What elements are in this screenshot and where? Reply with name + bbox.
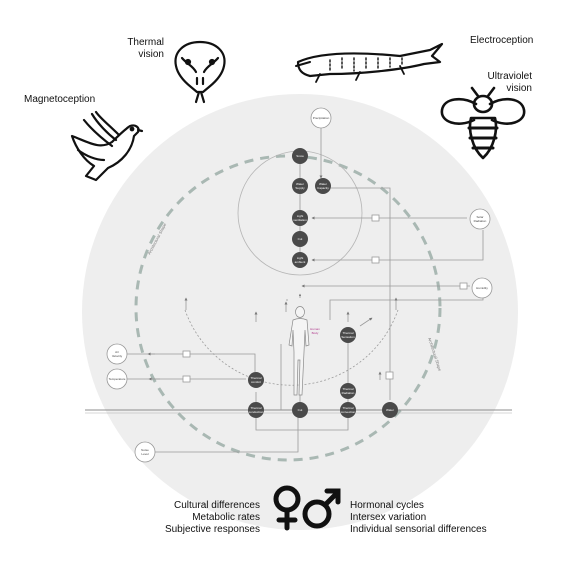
svg-text:Temperature: Temperature xyxy=(109,377,126,381)
node-water-supply[interactable]: Water Supply xyxy=(292,178,308,194)
svg-text:ambient: ambient xyxy=(295,260,306,264)
svg-text:Air: Air xyxy=(115,350,119,354)
human-figure-icon xyxy=(288,306,310,396)
svg-text:Water: Water xyxy=(386,408,394,412)
factor-individual: Individual sensorial differences xyxy=(350,524,487,535)
svg-text:Level: Level xyxy=(141,452,149,456)
node-thermal-convection[interactable]: Thermal convection xyxy=(340,402,356,418)
svg-text:Cut: Cut xyxy=(298,237,303,241)
svg-text:convection: convection xyxy=(341,410,356,414)
svg-text:Supply: Supply xyxy=(295,186,305,190)
svg-text:Sensation: Sensation xyxy=(341,335,355,339)
svg-text:Radiation: Radiation xyxy=(342,391,355,395)
svg-text:Solar: Solar xyxy=(476,215,483,219)
node-thermal-sensation[interactable]: Thermal Sensation xyxy=(340,327,356,343)
svg-text:conduction: conduction xyxy=(249,410,264,414)
svg-text:comfort: comfort xyxy=(251,380,261,384)
connectors xyxy=(126,128,484,453)
human-body-label: Human xyxy=(310,327,320,331)
factor-hormonal: Hormonal cycles xyxy=(350,500,424,511)
bee-icon xyxy=(440,86,526,160)
bird-icon xyxy=(70,110,144,182)
svg-text:Water: Water xyxy=(319,182,327,186)
node-temperature[interactable]: Temperature xyxy=(106,368,128,390)
svg-text:Noise: Noise xyxy=(141,448,149,452)
svg-text:Precipitation: Precipitation xyxy=(313,116,330,120)
magnetoception-label: Magnetoception xyxy=(24,94,96,105)
svg-text:Thermal: Thermal xyxy=(250,376,261,380)
factors-right: Hormonal cycles Intersex variation Indiv… xyxy=(350,500,550,536)
svg-text:Thermal: Thermal xyxy=(342,406,353,410)
dotted-inner-arc xyxy=(184,309,399,386)
node-cut[interactable]: Cut xyxy=(292,231,308,247)
gender-symbols-icon xyxy=(273,485,341,531)
node-thermal-radiation[interactable]: Thermal Radiation xyxy=(340,383,356,399)
factor-subjective: Subjective responses xyxy=(164,524,260,535)
svg-text:Thermal: Thermal xyxy=(250,406,261,410)
node-light-ambient[interactable]: Light ambient xyxy=(292,252,308,268)
svg-text:Water: Water xyxy=(296,182,304,186)
node-snow[interactable]: Snow xyxy=(292,148,308,164)
node-solar-radiation[interactable]: Solar Radiation xyxy=(469,208,491,230)
svg-text:Humidity: Humidity xyxy=(476,286,488,290)
svg-text:Velocity: Velocity xyxy=(112,354,123,358)
sturgeon-fish-icon xyxy=(295,42,444,83)
human-body-label-2: Body xyxy=(312,331,319,335)
node-precipitation[interactable]: Precipitation xyxy=(310,107,332,129)
svg-text:Cut: Cut xyxy=(298,408,303,412)
node-air-velocity[interactable]: Air Velocity xyxy=(106,343,128,365)
svg-text:Light: Light xyxy=(297,214,304,218)
svg-text:Snow: Snow xyxy=(296,154,304,158)
node-water-capacity[interactable]: Water Capacity xyxy=(315,178,331,194)
svg-text:Capacity: Capacity xyxy=(317,186,329,190)
node-humidity[interactable]: Humidity xyxy=(471,277,493,299)
snake-head-icon xyxy=(174,40,226,104)
node-thermal-conduction[interactable]: Thermal conduction xyxy=(248,402,264,418)
factor-intersex: Intersex variation xyxy=(350,512,427,523)
factor-metabolic: Metabolic rates xyxy=(192,512,260,523)
node-water[interactable]: Water xyxy=(382,402,398,418)
node-noise-level[interactable]: Noise Level xyxy=(134,441,156,463)
svg-text:Thermal: Thermal xyxy=(342,387,353,391)
node-thermal-comfort[interactable]: Thermal comfort xyxy=(248,372,264,388)
svg-text:Radiation: Radiation xyxy=(474,219,487,223)
node-cut-2[interactable]: Cut xyxy=(292,402,308,418)
factors-left: Cultural differences Metabolic rates Sub… xyxy=(120,500,260,536)
factor-cultural: Cultural differences xyxy=(174,500,260,511)
svg-text:Light: Light xyxy=(297,256,304,260)
architectural-shape-ring xyxy=(134,154,442,462)
svg-text:Thermal: Thermal xyxy=(342,331,353,335)
node-light-ventilation[interactable]: Light ventilation xyxy=(292,210,308,226)
electroception-label: Electroception xyxy=(470,35,534,46)
svg-text:ventilation: ventilation xyxy=(293,218,307,222)
